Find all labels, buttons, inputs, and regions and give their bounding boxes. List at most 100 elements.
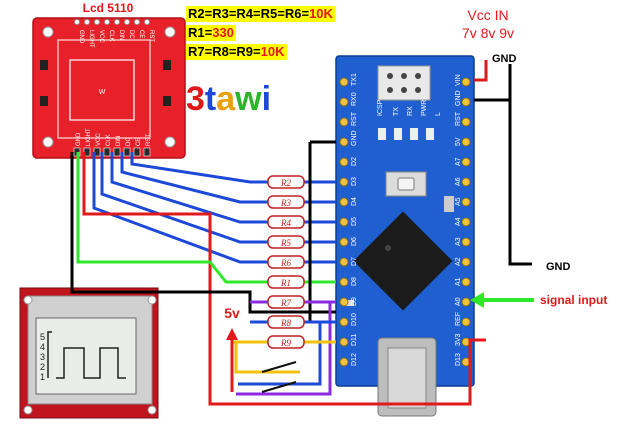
nano-left-pin-label: D4: [351, 197, 358, 206]
formula-r7-r9: R7=R8=R9=10K: [186, 44, 287, 60]
lcd-bottom-pin-label: DIN: [116, 136, 122, 146]
nano-left-pin-hole: [339, 277, 349, 287]
nano-right-pin-label: A0: [455, 297, 462, 306]
nano-left-pin-label: D11: [351, 334, 358, 346]
wire-vcc-red: [82, 152, 486, 406]
logo-a: a: [216, 80, 236, 118]
nano-right-pin-hole: [461, 177, 471, 187]
nano-left-pin-label: D12: [351, 353, 358, 366]
resistor-r4: R4: [267, 215, 305, 229]
nano-right-pin-label: A1: [455, 277, 462, 286]
lcd-bottom-pin-label: VCC: [96, 133, 102, 146]
nano-right-pin-label: GND: [455, 90, 462, 106]
resistor-r3: R3: [267, 195, 305, 209]
resistor-label: R6: [280, 258, 291, 268]
lcd-bottom-pin-label: DC: [126, 137, 132, 146]
wire-yellow-down: [234, 342, 300, 374]
nano-left-pin-hole: [339, 97, 349, 107]
nano-left-pin-hole: [339, 237, 349, 247]
signal-input-label: signal input: [540, 293, 607, 307]
svg-text:W: W: [99, 89, 106, 96]
vcc-title: Vcc IN: [467, 7, 508, 23]
resistor-label: R5: [280, 238, 291, 248]
lcd-bottom-pin-label: LIGHT: [86, 128, 92, 146]
formula-r1: R1=330: [186, 25, 236, 41]
nano-label-l: L: [435, 112, 442, 116]
nano-left-pin-label: TX1: [351, 73, 358, 86]
nano-right-pin-hole: [461, 217, 471, 227]
lcd-top-pin-label: DC: [128, 30, 134, 39]
screen-axis-digit: 5: [40, 332, 45, 342]
five-v-arrow-head: [226, 328, 238, 340]
logo-w: w: [234, 80, 262, 118]
nano-right-pin-label: A2: [455, 257, 462, 266]
nano-right-pin-label: 3V3: [455, 333, 462, 346]
nano-left-pin-label: GND: [351, 130, 358, 146]
logo-t: t: [205, 80, 216, 118]
nano-left-pin-hole: [339, 217, 349, 227]
nano-right-pin-label: VIN: [455, 74, 462, 86]
screen-axis-digit: 1: [40, 372, 45, 382]
nano-right-pin-label: A6: [455, 177, 462, 186]
nano-right-pin-hole: [461, 117, 471, 127]
nano-left-pin-hole: [339, 137, 349, 147]
lcd-top-pin-label: DIN: [118, 30, 124, 40]
nano-label-pwr: PWR: [421, 100, 428, 116]
nano-right-pin-hole: [461, 197, 471, 207]
nano-left-pin-hole: [339, 317, 349, 327]
wire-gnd-black-lcd: [70, 152, 336, 314]
nano-left-pin-label: D9: [351, 297, 358, 306]
resistor-label: R4: [280, 218, 291, 228]
screen-axis-digit: 3: [40, 352, 45, 362]
wire-purple-down: [236, 302, 332, 396]
nano-right-pin-hole: [461, 137, 471, 147]
arduino-nano-board: ICSP TX RX PWR L TX1RX0RSTGNDD2D3D4D5D6D…: [335, 55, 475, 417]
resistor-r6: R6: [267, 255, 305, 269]
lcd-title: Lcd 5110: [83, 1, 134, 15]
nano-left-pin-hole: [339, 157, 349, 167]
resistor-r1: R1: [267, 275, 305, 289]
signal-arrow-head: [470, 292, 484, 308]
resistor-r9: R9: [267, 335, 305, 349]
vcc-values: 7v 8v 9v: [462, 25, 514, 41]
nano-left-pin-label: D6: [351, 237, 358, 246]
resistor-label: R7: [280, 298, 291, 308]
nano-right-pin-label: D13: [455, 353, 462, 366]
lcd-top-pin-label: LIGHT: [88, 30, 94, 48]
lcd-bottom-pin-label: GND: [76, 132, 82, 146]
logo-digit: 3: [186, 80, 205, 118]
lcd-bottom-pin-label: RST: [146, 134, 152, 146]
logo-i: i: [262, 80, 271, 118]
resistor-r7: R7: [267, 295, 305, 309]
resistor-r2: R2: [267, 175, 305, 189]
nano-left-pin-label: D3: [351, 177, 358, 186]
five-v-label: 5v: [224, 305, 240, 321]
nano-right-pin-hole: [461, 157, 471, 167]
nano-right-pin-hole: [461, 257, 471, 267]
resistor-r5: R5: [267, 235, 305, 249]
lcd-top-pin-label: CLK: [108, 30, 114, 42]
resistor-label: R3: [280, 198, 291, 208]
gnd-top-label: GND: [492, 53, 517, 65]
resistor-label: R9: [280, 338, 291, 348]
nano-left-pin-hole: [339, 337, 349, 347]
resistor-r8: R8: [267, 315, 305, 329]
nano-right-pin-label: A7: [455, 157, 462, 166]
nano-left-pin-hole: [339, 177, 349, 187]
nano-left-pin-label: D7: [351, 257, 358, 266]
nano-right-pin-hole: [461, 297, 471, 307]
nano-left-pin-hole: [339, 197, 349, 207]
lcd-top-pin-label: VCC: [98, 30, 104, 43]
gnd-right-label: GND: [546, 261, 571, 273]
formula-r2-r6: R2=R3=R4=R5=R6=10K: [186, 6, 335, 22]
nano-left-pin-hole: [339, 357, 349, 367]
nano-right-pin-label: RST: [455, 111, 462, 126]
nano-right-pin-hole: [461, 237, 471, 247]
wires: [70, 60, 534, 406]
nano-left-pin-hole: [339, 257, 349, 267]
lcd-bottom-pin-label: CE: [136, 138, 142, 146]
nano-label-tx: TX: [393, 107, 400, 116]
